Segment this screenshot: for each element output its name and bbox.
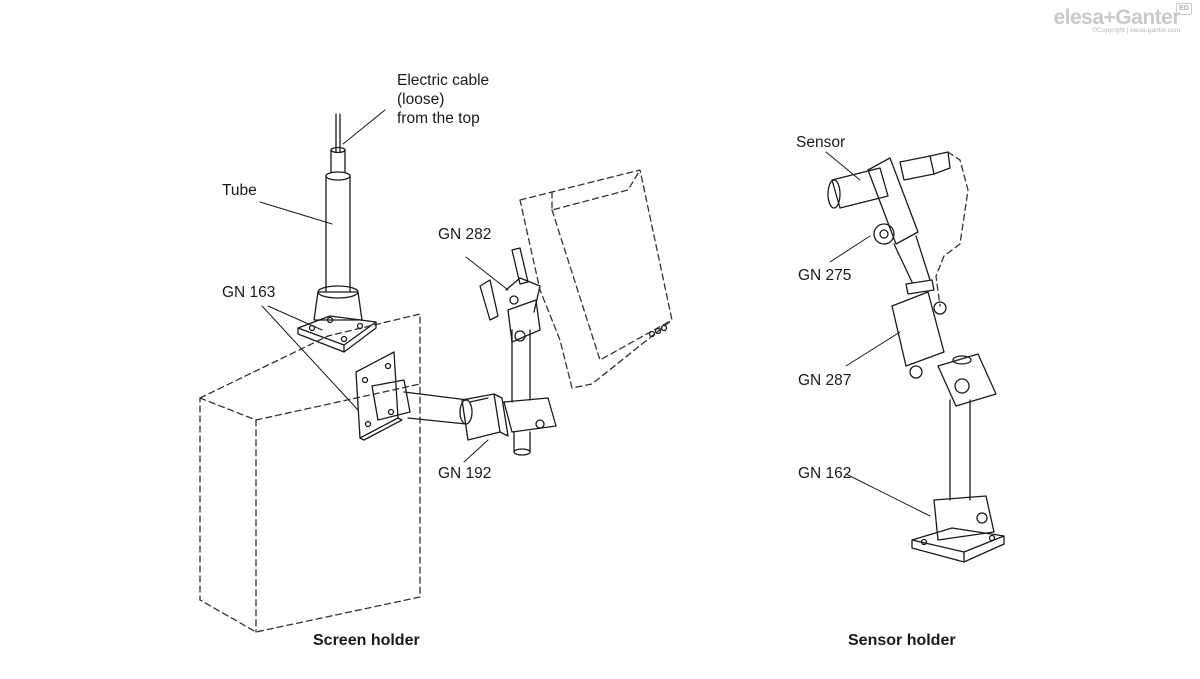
screen-outline <box>519 169 673 389</box>
label-gn192: GN 192 <box>438 465 492 482</box>
sensor-post <box>949 399 971 501</box>
label-gn287: GN 287 <box>798 372 852 389</box>
caption-screen-holder: Screen holder <box>313 632 420 649</box>
gn192-clamp <box>461 393 509 441</box>
gn162-base <box>911 495 1005 563</box>
label-gn163: GN 163 <box>222 284 276 301</box>
label-gn275: GN 275 <box>798 267 852 284</box>
label-cable-line3: from the top <box>397 110 480 127</box>
label-gn282: GN 282 <box>438 226 492 243</box>
machine-block-outline <box>199 313 421 633</box>
sensor-cross-clamp <box>937 353 997 407</box>
brand-badge: EG <box>1176 3 1192 15</box>
label-electric-cable: Electric cable (loose) from the top <box>397 71 489 128</box>
gn163-top-base <box>297 285 377 353</box>
tube <box>325 146 351 293</box>
label-tube: Tube <box>222 182 257 199</box>
brand-name: elesa+Ganter <box>1053 6 1180 29</box>
gn287-clamp <box>891 291 947 379</box>
sensor-cable <box>935 151 969 307</box>
gn282-swivel <box>479 247 541 343</box>
sensor-body <box>827 151 951 209</box>
horizontal-arm <box>403 391 473 425</box>
electric-cable <box>335 113 341 153</box>
label-cable-line2: (loose) <box>397 91 445 108</box>
gn275-clamp <box>867 157 919 245</box>
brand-logo: elesa+Ganter ©Copyright | elesa-ganter.c… <box>1053 3 1192 34</box>
leader-lines <box>259 109 509 463</box>
label-sensor: Sensor <box>796 134 846 151</box>
copyright-text: ©Copyright | elesa-ganter.com <box>1092 27 1180 34</box>
sensor-holder-drawing <box>825 151 1005 563</box>
gn163-side-base <box>355 351 411 441</box>
label-cable-line1: Electric cable <box>397 72 490 89</box>
cross-clamp <box>503 397 557 456</box>
label-gn162: GN 162 <box>798 465 852 482</box>
link-arm <box>893 235 931 283</box>
sensor-leader-lines <box>825 151 931 517</box>
screen-holder-drawing <box>199 109 673 633</box>
caption-sensor-holder: Sensor holder <box>848 632 956 649</box>
